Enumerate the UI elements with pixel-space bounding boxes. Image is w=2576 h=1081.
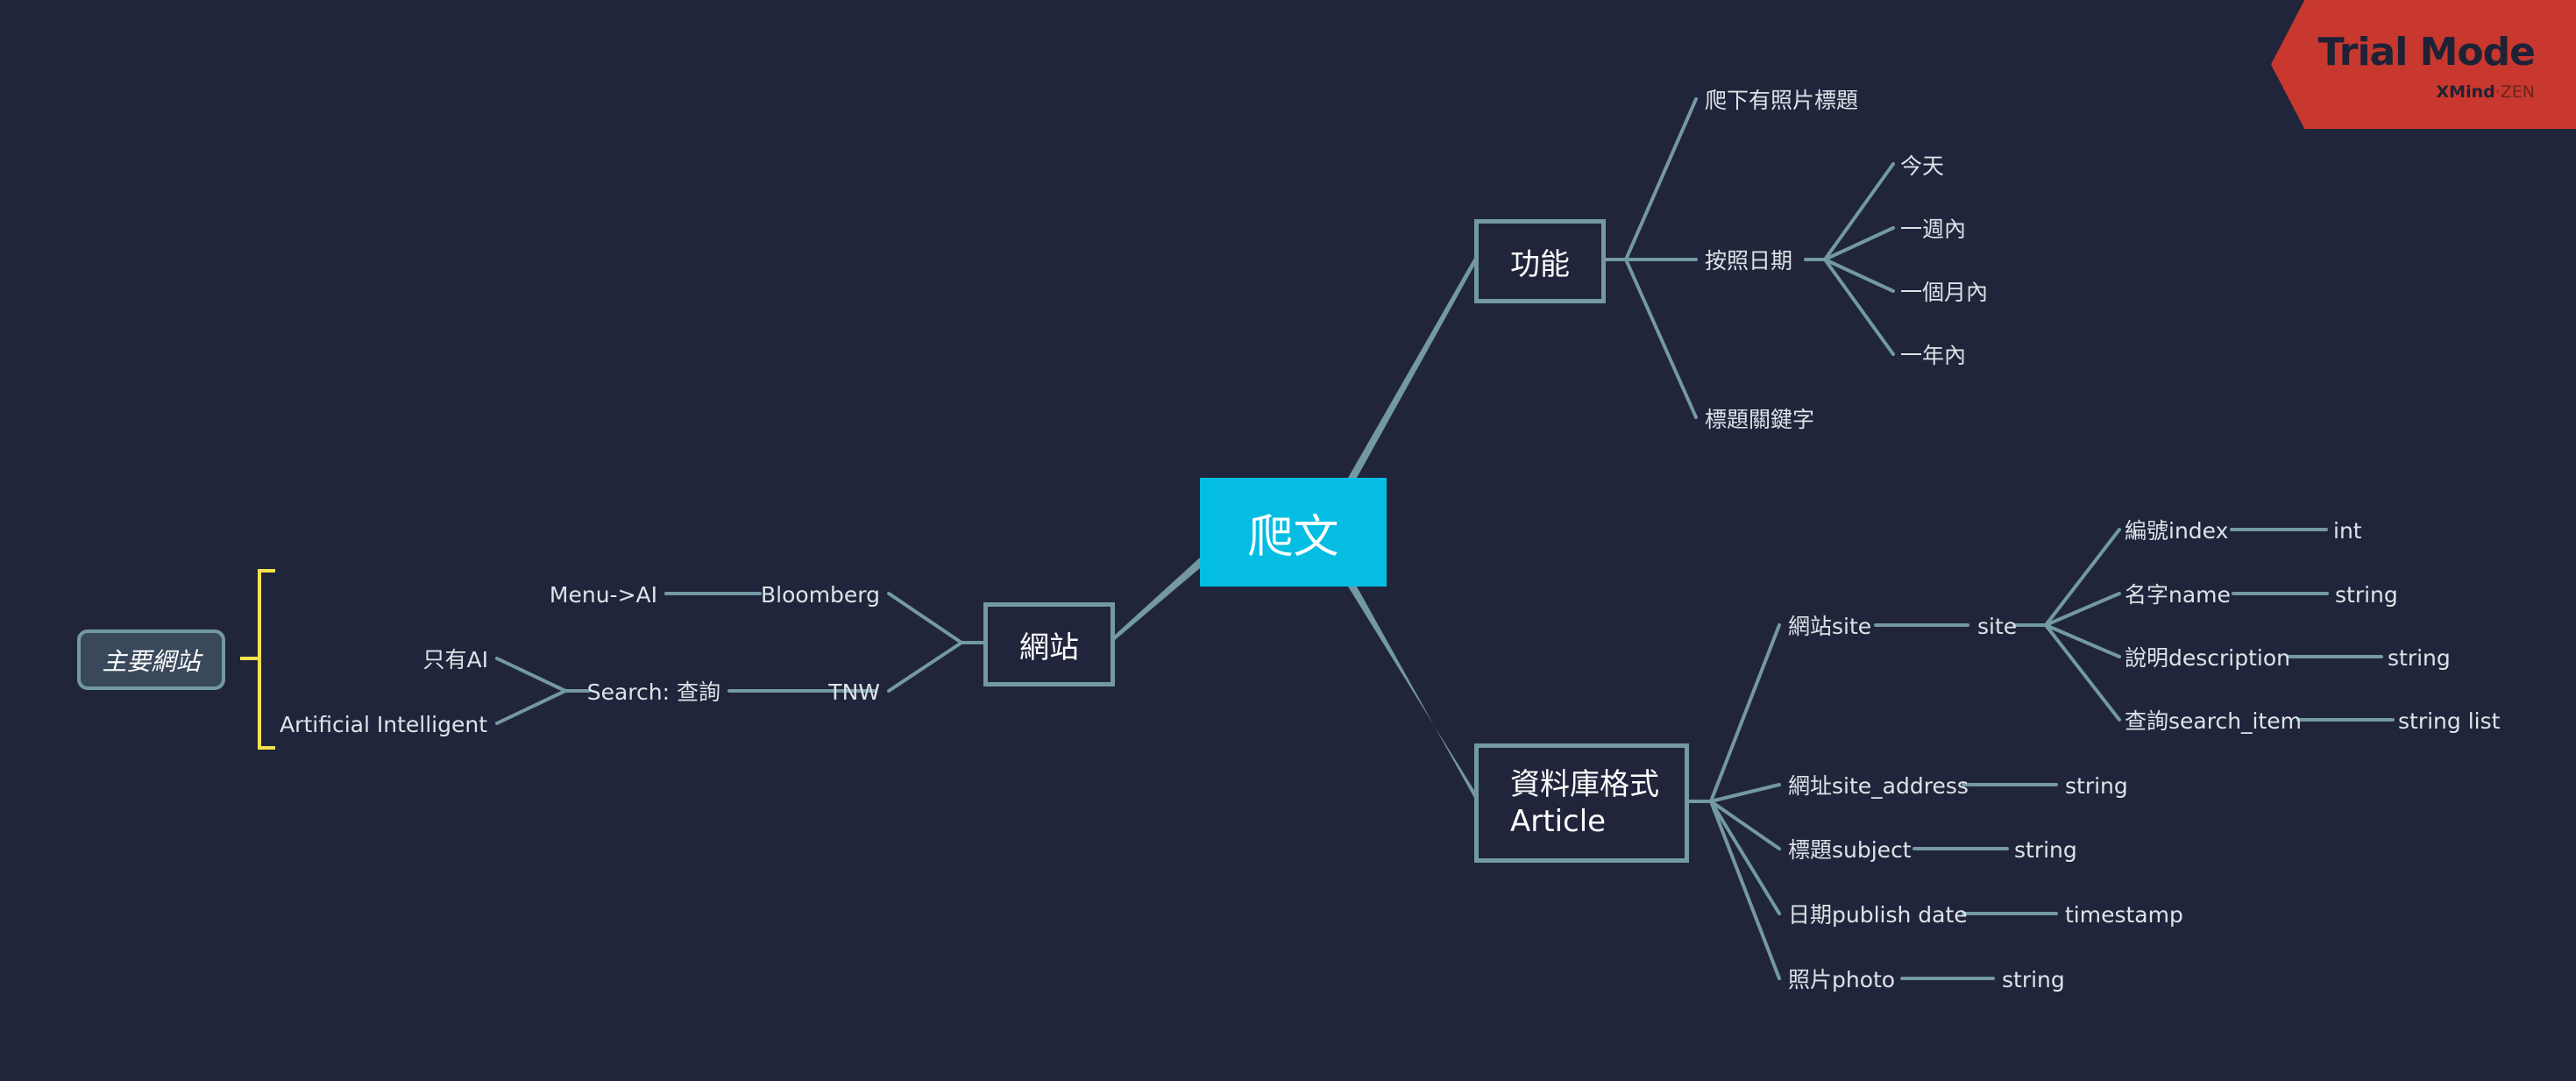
date-option-today[interactable]: 今天 xyxy=(1900,153,1945,179)
date-option-year[interactable]: 一年內 xyxy=(1900,343,1967,368)
site-model[interactable]: site xyxy=(1977,614,2018,639)
search-term-artificial-intelligent[interactable]: Artificial Intelligent xyxy=(280,712,487,737)
date-option-month[interactable]: 一個月內 xyxy=(1900,280,1989,305)
field-publish-date-type[interactable]: timestamp xyxy=(2065,902,2183,928)
trial-mode-title: Trial Mode xyxy=(2317,30,2536,75)
site-subfield-description-type[interactable]: string xyxy=(2388,645,2451,671)
field-site[interactable]: 網站site xyxy=(1788,614,1872,639)
brand-separator: · xyxy=(2494,82,2501,102)
field-subject[interactable]: 標題subject xyxy=(1788,837,1912,863)
trial-mode-brand: XMind·ZEN xyxy=(2437,82,2535,102)
site-subfield-index[interactable]: 編號index xyxy=(2125,518,2229,544)
field-site-address-type[interactable]: string xyxy=(2065,773,2128,799)
function-title-keyword[interactable]: 標題關鍵字 xyxy=(1705,407,1815,432)
search-term-ai-only[interactable]: 只有AI xyxy=(422,647,488,672)
site-subfield-search-item[interactable]: 查詢search_item xyxy=(2125,708,2303,734)
brand-xmind: XMind xyxy=(2436,82,2495,102)
topic-website[interactable]: 網站 xyxy=(983,602,1115,686)
field-photo[interactable]: 照片photo xyxy=(1788,967,1896,992)
floating-topic-main-sites[interactable]: 主要網站 xyxy=(77,629,225,690)
bloomberg-menu-path[interactable]: Menu->AI xyxy=(549,582,657,608)
field-subject-type[interactable]: string xyxy=(2014,837,2077,863)
site-subfield-name-type[interactable]: string xyxy=(2335,582,2398,608)
date-option-week[interactable]: 一週內 xyxy=(1900,217,1967,242)
database-title-line1: 資料庫格式 xyxy=(1510,766,1659,802)
topic-functions[interactable]: 功能 xyxy=(1474,219,1606,303)
site-bloomberg[interactable]: Bloomberg xyxy=(761,582,880,608)
central-topic[interactable]: 爬文 xyxy=(1200,478,1387,587)
database-title-line2: Article xyxy=(1510,804,1607,839)
site-subfield-index-type[interactable]: int xyxy=(2333,518,2362,544)
field-publish-date[interactable]: 日期publish date xyxy=(1788,902,1968,928)
trial-mode-badge[interactable] xyxy=(2271,0,2576,129)
function-by-date[interactable]: 按照日期 xyxy=(1705,248,1793,274)
tnw-search-path[interactable]: Search: 查詢 xyxy=(586,679,720,705)
site-subfield-search-item-type[interactable]: string list xyxy=(2398,708,2501,734)
topic-database-format[interactable]: 資料庫格式 Article xyxy=(1474,743,1689,863)
site-subfield-name[interactable]: 名字name xyxy=(2125,582,2231,608)
site-subfield-description[interactable]: 說明description xyxy=(2125,645,2291,671)
field-site-address[interactable]: 網址site_address xyxy=(1788,773,1969,799)
function-photo-title[interactable]: 爬下有照片標題 xyxy=(1705,88,1859,113)
brand-zen: ZEN xyxy=(2500,82,2535,102)
field-photo-type[interactable]: string xyxy=(2002,967,2065,992)
site-tnw[interactable]: TNW xyxy=(828,679,880,705)
